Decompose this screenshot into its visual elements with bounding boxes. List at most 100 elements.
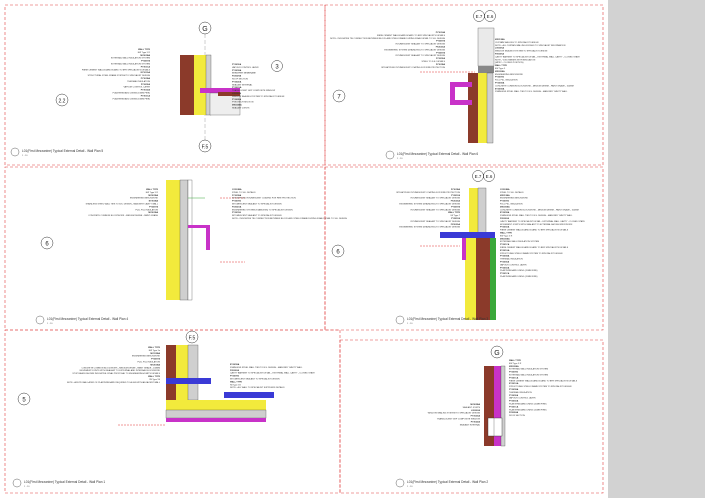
annotation-note: EY301GA bbox=[509, 382, 519, 385]
annotation-note: INTUMESCENT SEALANT TO SPECIALIST DESIGN bbox=[411, 220, 461, 223]
annotation-note: CONCRETE COMMON BLOCKWORK - MEDIUM DENSE… bbox=[88, 214, 158, 217]
callout-number: 6 bbox=[336, 250, 340, 256]
svg-text:1 : 10: 1 : 10 bbox=[407, 486, 413, 488]
grid-marker bbox=[198, 139, 212, 153]
detail-title: L01(First Mezzanine) Typical External De… bbox=[407, 317, 488, 321]
annotation-note: INTUMESCENT SEALANT TO SPECIALIST DESIGN bbox=[411, 197, 461, 200]
annotation-note: STRUCTURAL STEEL FRAME SYSTEM TO SPECIAL… bbox=[88, 74, 151, 77]
annotation-note: STAINLESS STEEL WALL TIES TO B.S. DESIGN… bbox=[230, 366, 303, 369]
annotation-note: PY301BA bbox=[141, 77, 151, 80]
annotation-note: FX302GA bbox=[451, 223, 461, 226]
annotation-note: PY301CA bbox=[509, 405, 519, 408]
grid-label: G bbox=[202, 26, 207, 33]
annotation-note: WINDOW SEALING SYSTEM TO SPECIALIST DESI… bbox=[495, 50, 548, 53]
annotation-note: EY301GA bbox=[141, 71, 151, 74]
annotation-note: EY301GA bbox=[500, 249, 510, 252]
grid-label: G bbox=[494, 350, 499, 357]
annotation-note: EW Type 5 R bbox=[509, 363, 522, 365]
annotation-note: STRUCTURAL STEEL FRAME SYSTEM TO SPECIAL… bbox=[500, 252, 563, 255]
annotation-note: SITE APPLIED INTUMESCENT COATING FOR FIR… bbox=[396, 191, 460, 194]
annotation-note: IW Type 7 bbox=[451, 215, 461, 217]
annotation-note: WALL TYPE bbox=[500, 232, 512, 235]
annotation-note: VAPOUR CONTROL LAYER bbox=[232, 66, 259, 69]
annotation-note: PY301CA bbox=[509, 376, 519, 379]
annotation-note: WALL TYPE bbox=[509, 359, 521, 362]
annotation-note: THERMAL INSULATION bbox=[127, 80, 150, 83]
annotation-note: PY301CA bbox=[141, 94, 151, 97]
annotation-note: CAVITY BARRIER TO SPECIALIST DETAIL - EX… bbox=[500, 220, 585, 223]
annotation-note: PY301DA bbox=[141, 89, 151, 92]
annotation-note: PY301HA bbox=[436, 31, 446, 34]
annotation-note: INTUMESCENT SEALANT TO SPECIALIST DESIGN bbox=[411, 208, 461, 211]
annotation-note: FIBRE CEMENT WALLBOARD BOARD TO BFR SPEC… bbox=[82, 68, 151, 71]
annotation-note: NOTE - ADDITIONAL LAYER OF PLASTERBOARD … bbox=[67, 381, 161, 384]
annotation-note: FX302HA bbox=[232, 75, 242, 78]
callout-number: 6 bbox=[45, 242, 49, 248]
annotation-note: EXTERNAL WALL INSULATION SYSTEM bbox=[111, 57, 150, 60]
callout-number: 5 bbox=[22, 398, 26, 404]
annotation-note: ENGINEERED SYSTEM (STAINLESS) TO SPECIAL… bbox=[384, 48, 445, 51]
annotation-note: MX303BA bbox=[470, 403, 480, 406]
annotation-note: ROOF SECTION bbox=[509, 415, 525, 417]
grid-label: E.6 bbox=[486, 174, 493, 179]
annotation-note: STAINLESS STEEL WALL TIES TO B.S. DESIGN… bbox=[495, 90, 568, 93]
detail-title: L01(First Mezzanine) Typical External De… bbox=[407, 480, 488, 484]
annotation-note: FY301BA bbox=[232, 194, 242, 197]
annotation-note: IW Type 5S bbox=[230, 384, 241, 386]
annotation-note: PY301EA bbox=[509, 394, 519, 397]
annotation-note: WALL TYPE bbox=[448, 211, 460, 214]
annotation-note: PY301EA bbox=[141, 83, 151, 86]
annotation-note: FULL FILL INSULATION bbox=[137, 361, 160, 364]
svg-text:1 : 10: 1 : 10 bbox=[47, 323, 53, 325]
annotation-note: WALL TYPE bbox=[146, 188, 158, 191]
annotation-note: MX301BA bbox=[495, 70, 505, 73]
callout-number: 2.2 bbox=[59, 99, 66, 105]
annotation-note: CAVITY BARRIER TO SPECIALIST DETAIL - EX… bbox=[495, 55, 580, 58]
annotation-note: THERMAL INSULATION bbox=[500, 258, 523, 261]
annotation-note: EW Type 5a bbox=[149, 350, 161, 352]
annotation-note: PY301FA bbox=[232, 200, 241, 203]
annotation-note: PY301FA bbox=[230, 375, 239, 378]
annotation-note: MX303BA bbox=[232, 104, 242, 107]
annotation-note: FULL FILL INSULATION bbox=[495, 79, 518, 82]
annotation-note: FX302GA bbox=[451, 200, 461, 203]
svg-text:1 : 10: 1 : 10 bbox=[397, 158, 403, 160]
annotation-note: STEEL TO S.E. DETAILS bbox=[232, 191, 256, 194]
annotation-note: STOP BEADS SHOWN INDICATIVE. FINAL PROPO… bbox=[72, 372, 160, 375]
annotation-note: GY303BA bbox=[232, 188, 242, 191]
annotation-note: LX000XA bbox=[471, 409, 481, 412]
annotation-note: PLASTERBOARD LINING (15MM FIRE) bbox=[500, 269, 538, 272]
annotation-note: STRUCTURAL STEEL FRAME SYSTEM TO SPECIAL… bbox=[509, 385, 572, 388]
annotation-note: (MPRC - CLOSED POSITION) bbox=[495, 62, 524, 64]
annotation-note: FX302GA bbox=[232, 205, 242, 208]
annotation-note: MX301BA bbox=[509, 365, 519, 368]
annotation-note: FIBRE CEMENT WALLBOARD BOARD TO BFR SPEC… bbox=[509, 379, 578, 382]
annotation-note: EW Type 5 R bbox=[500, 235, 513, 237]
annotation-note: PY301FA bbox=[436, 51, 445, 54]
annotation-note: PY301FA bbox=[141, 60, 150, 63]
annotation-note: PYROTECH SECTION bbox=[232, 102, 254, 104]
brick-layer bbox=[180, 55, 194, 115]
annotation-note: EY301BA bbox=[149, 200, 159, 203]
annotation-note: STEEL TO S.E. DETAILS bbox=[500, 191, 524, 194]
annotation-note: PY301FA bbox=[451, 217, 460, 220]
grid-marker bbox=[198, 21, 212, 35]
annotation-note: CURTAIN WALLING TO SPECIALIST DESIGN bbox=[495, 41, 539, 44]
svg-text:1 : 10: 1 : 10 bbox=[24, 486, 30, 488]
annotation-note: MOVEMENT JOINTS WITH SEALANT TO EXTERNAL… bbox=[500, 223, 573, 226]
annotation-note: STEEL TO S.E. DETAILS bbox=[422, 60, 446, 63]
annotation-note: ENGINEERED SYSTEM (STAINLESS) TO SPECIAL… bbox=[399, 203, 460, 206]
annotation-note: EY301BA bbox=[230, 363, 240, 366]
annotation-note: STAINLESS STEEL WALL TIES TO B.S. DESIGN… bbox=[500, 214, 573, 217]
annotation-note: EXTERNAL WALL INSULATION SYSTEM bbox=[111, 63, 150, 66]
annotation-note: WALL TYPE bbox=[495, 64, 507, 67]
annotation-note: FY301BA bbox=[451, 188, 461, 191]
